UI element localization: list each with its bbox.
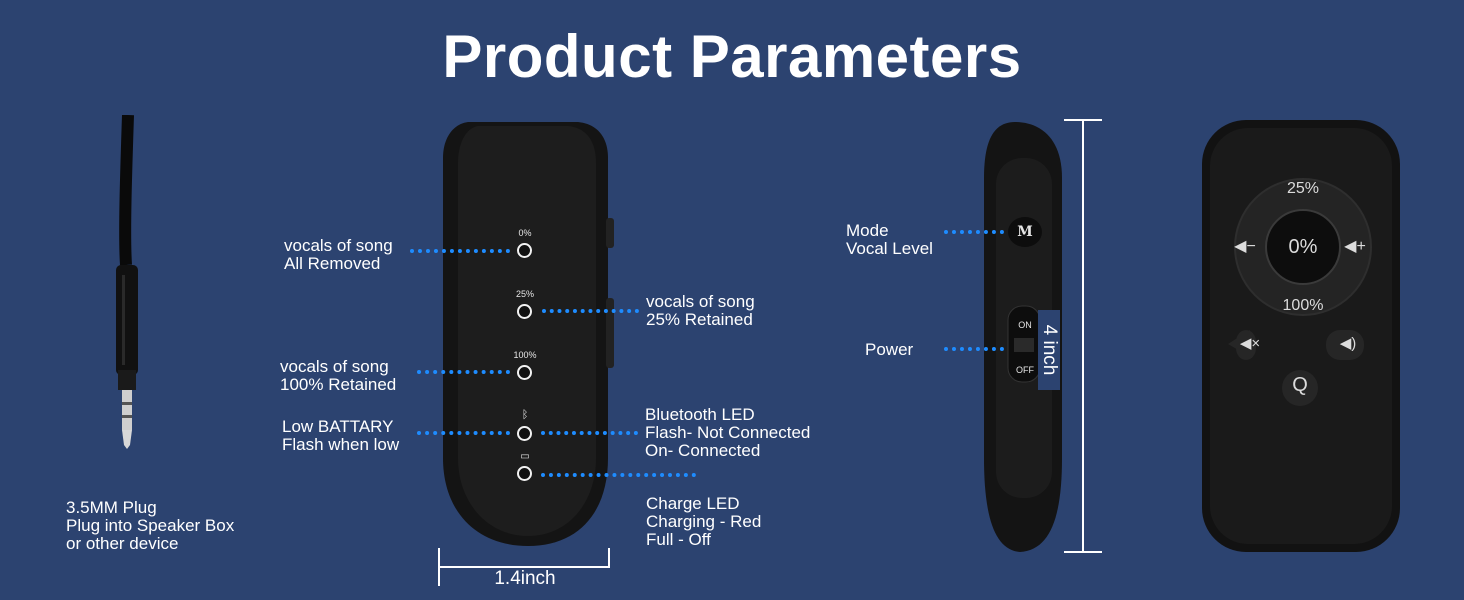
- led-vocals-0: [517, 243, 532, 258]
- q-button[interactable]: Q: [1292, 374, 1308, 396]
- led-100-label: 100%: [513, 350, 537, 360]
- pointer-bluetooth: [541, 431, 638, 435]
- width-label: 1.4inch: [440, 568, 610, 590]
- pointer-power: [944, 347, 1004, 351]
- label-charge: Charge LED Charging - Red Full - Off: [646, 494, 762, 549]
- label-vocals-removed: vocals of song All Removed: [284, 236, 393, 273]
- led-bluetooth: [517, 426, 532, 441]
- led-vocals-100: [517, 365, 532, 380]
- battery-icon: ▭: [520, 451, 530, 462]
- mute-icon[interactable]: ◀×: [1239, 335, 1261, 352]
- bluetooth-icon: ᛒ: [521, 409, 529, 421]
- switch-on-label: ON: [1018, 320, 1032, 330]
- led-charge: [517, 466, 532, 481]
- remote-25-label: 25%: [1286, 180, 1320, 197]
- device-side-image: [984, 122, 1062, 552]
- page-title: Product Parameters: [442, 23, 1022, 90]
- volume-down-icon[interactable]: ◀−: [1234, 238, 1256, 255]
- volume-up-icon[interactable]: ◀+: [1344, 238, 1366, 255]
- switch-off-label: OFF: [1016, 365, 1034, 375]
- label-power: Power: [865, 340, 914, 359]
- audio-plug-image: [116, 115, 138, 449]
- remote-100-label: 100%: [1282, 297, 1324, 314]
- pointer-low-battery: [417, 431, 510, 435]
- label-mode: Mode Vocal Level: [846, 221, 933, 258]
- height-label: 4 inch: [1038, 310, 1060, 390]
- label-vocals-100: vocals of song 100% Retained: [280, 357, 397, 394]
- pointer-vocals-removed: [410, 249, 510, 253]
- led-25-label: 25%: [515, 289, 534, 299]
- pointer-vocals-25: [542, 309, 639, 313]
- label-bluetooth: Bluetooth LED Flash- Not Connected On- C…: [645, 405, 811, 460]
- mode-button[interactable]: M: [1008, 217, 1042, 247]
- remote-image: [1202, 120, 1400, 552]
- led-vocals-25: [517, 304, 532, 319]
- height-dimension-line: [1064, 119, 1102, 553]
- pointer-vocals-100: [417, 370, 510, 374]
- pointer-mode: [944, 230, 1004, 234]
- label-vocals-25: vocals of song 25% Retained: [646, 292, 755, 329]
- remote-center-button[interactable]: 0%: [1288, 236, 1318, 258]
- device-front-image: [443, 122, 614, 546]
- speaker-loud-icon[interactable]: ◀): [1339, 335, 1357, 352]
- plug-label: 3.5MM Plug Plug into Speaker Box or othe…: [66, 498, 235, 553]
- pointer-charge: [541, 473, 696, 477]
- label-low-battery: Low BATTARY Flash when low: [282, 417, 400, 454]
- led-0-label: 0%: [518, 228, 532, 238]
